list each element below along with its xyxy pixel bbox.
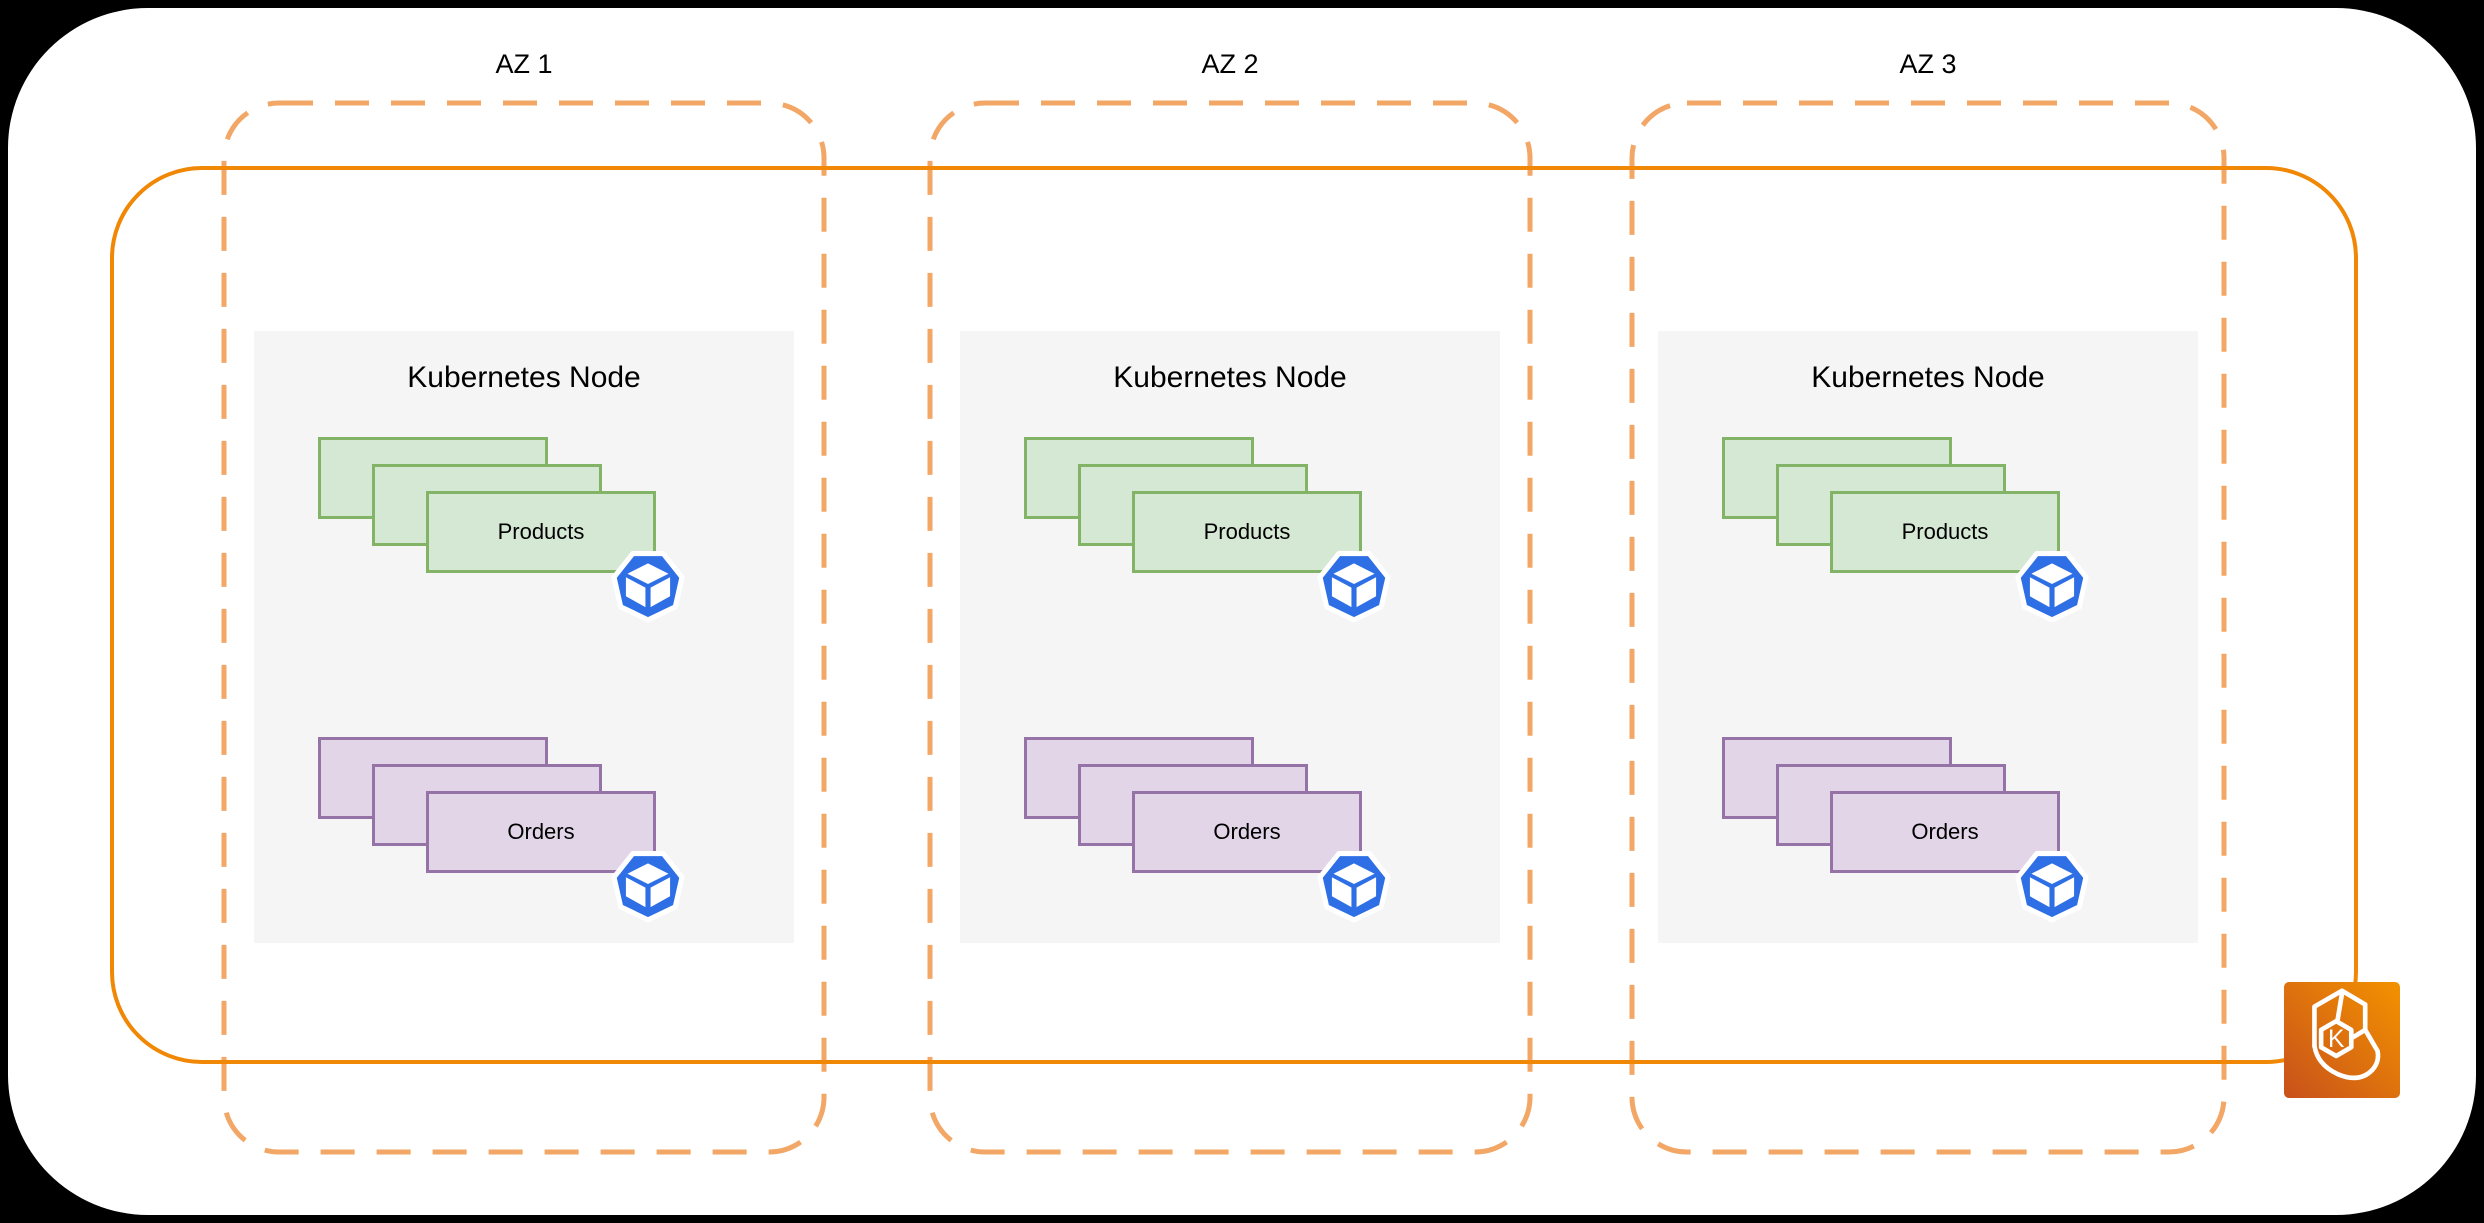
- orders-stack: Orders: [1722, 737, 2089, 923]
- stack-layer: Products: [1830, 491, 2060, 573]
- kubernetes-pod-icon: [1317, 851, 1391, 923]
- az1-dashed-border: [221, 100, 827, 1155]
- amazon-eks-icon: K: [2284, 982, 2400, 1098]
- stack-layer: Orders: [426, 791, 656, 873]
- kubernetes-node: Kubernetes Node Products Orders: [960, 331, 1500, 943]
- az-label: AZ 1: [495, 49, 553, 79]
- kubernetes-pod-icon: [2015, 551, 2089, 623]
- stack-layer: Products: [1132, 491, 1362, 573]
- eks-letter: K: [2328, 1026, 2345, 1053]
- kubernetes-pod-icon: [611, 851, 685, 923]
- availability-zone-3: AZ 3 Kubernetes Node Products: [1632, 49, 2224, 1152]
- orders-label: Orders: [507, 819, 575, 844]
- orders-label: Orders: [1911, 819, 1979, 844]
- orders-stack: Orders: [318, 737, 685, 923]
- az3-dashed-border: [1629, 100, 2227, 1155]
- products-stack: Products: [1722, 437, 2089, 623]
- node-title: Kubernetes Node: [1811, 361, 2045, 394]
- az-label: AZ 2: [1201, 49, 1259, 79]
- node-title: Kubernetes Node: [1113, 361, 1347, 394]
- availability-zone-1: AZ 1 Kubernetes Node Products: [224, 49, 824, 1152]
- products-label: Products: [1901, 519, 1989, 544]
- stack-layer: Orders: [1830, 791, 2060, 873]
- eks-cluster-border: [110, 166, 2358, 1064]
- orders-label: Orders: [1213, 819, 1281, 844]
- products-label: Products: [1203, 519, 1291, 544]
- az-label: AZ 3: [1899, 49, 1957, 79]
- kubernetes-pod-icon: [2015, 851, 2089, 923]
- node-title: Kubernetes Node: [407, 361, 641, 394]
- kubernetes-node: Kubernetes Node Products Orders: [254, 331, 794, 943]
- az2-dashed-border: [927, 100, 1533, 1155]
- availability-zone-2: AZ 2 Kubernetes Node Products: [930, 49, 1530, 1152]
- products-stack: Products: [318, 437, 685, 623]
- kubernetes-pod-icon: [1317, 551, 1391, 623]
- orders-stack: Orders: [1024, 737, 1391, 923]
- kubernetes-pod-icon: [611, 551, 685, 623]
- products-label: Products: [497, 519, 585, 544]
- products-stack: Products: [1024, 437, 1391, 623]
- stack-layer: Products: [426, 491, 656, 573]
- stack-layer: Orders: [1132, 791, 1362, 873]
- kubernetes-node: Kubernetes Node Products Orders: [1658, 331, 2198, 943]
